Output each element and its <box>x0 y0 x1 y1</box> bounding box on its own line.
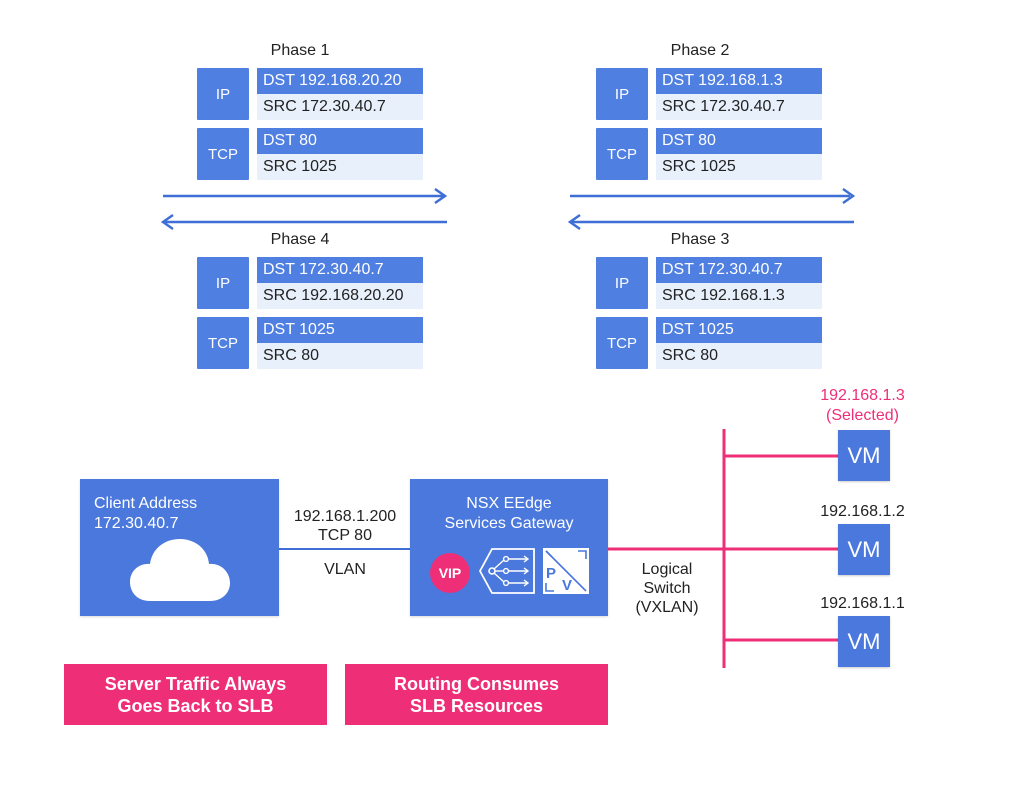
arrow-right-phase-1 <box>163 187 448 205</box>
phase-1-tcp-src: SRC 1025 <box>257 154 423 180</box>
phase-3-tcp-label: TCP <box>596 317 648 369</box>
phase-2-title: Phase 2 <box>670 42 730 59</box>
vlan-link-ip: 192.168.1.200 <box>293 508 397 525</box>
vm-1-ip: 192.168.1.3 <box>820 387 905 404</box>
phase-3-ip-src: SRC 192.168.1.3 <box>656 283 822 309</box>
phase-4-tcp-label: TCP <box>197 317 249 369</box>
vm-1-selected-note: (Selected) <box>826 407 899 424</box>
vm-1[interactable]: VM <box>838 430 890 481</box>
vip-badge: VIP <box>430 553 470 593</box>
vm-3[interactable]: VM <box>838 616 890 667</box>
phase-4-title: Phase 4 <box>270 231 330 248</box>
phase-4-ip-src: SRC 192.168.20.20 <box>257 283 423 309</box>
logical-switch-line1: Logical <box>641 561 693 578</box>
vlan-link-label: VLAN <box>324 561 366 578</box>
vm-2[interactable]: VM <box>838 524 890 575</box>
phase-1-tcp-dst: DST 80 <box>257 128 423 154</box>
phase-2-ip-src: SRC 172.30.40.7 <box>656 94 822 120</box>
phase-3-title: Phase 3 <box>670 231 730 248</box>
physical-letter: P <box>546 565 557 582</box>
client-address-label: Client Address <box>94 495 198 512</box>
phase-4-ip-label: IP <box>197 257 249 309</box>
virtual-letter: V <box>562 577 573 594</box>
vm-3-ip: 192.168.1.1 <box>820 595 905 612</box>
phase-2-ip-label: IP <box>596 68 648 120</box>
phase-2-tcp-dst: DST 80 <box>656 128 822 154</box>
arrow-right-phase-2 <box>570 187 856 205</box>
phase-1-title: Phase 1 <box>270 42 330 59</box>
phase-4-tcp-dst: DST 1025 <box>257 317 423 343</box>
phase-3-tcp-dst: DST 1025 <box>656 317 822 343</box>
logical-switch-line3: (VXLAN) <box>635 599 699 616</box>
phase-4-tcp-src: SRC 80 <box>257 343 423 369</box>
phase-4-ip-dst: DST 172.30.40.7 <box>257 257 423 283</box>
logical-switch-line2: Switch <box>643 580 691 597</box>
phase-1-tcp-label: TCP <box>197 128 249 180</box>
edge-gateway-title-line2: Services Gateway <box>444 515 574 532</box>
edge-gateway-title-line1: NSX EEdge <box>466 495 552 512</box>
phase-3-ip-label: IP <box>596 257 648 309</box>
banner-routing-consumes: Routing Consumes SLB Resources <box>345 664 608 725</box>
phase-2-ip-dst: DST 192.168.1.3 <box>656 68 822 94</box>
load-balancer-icon <box>478 548 535 594</box>
vm-2-ip: 192.168.1.2 <box>820 503 905 520</box>
physical-virtual-icon <box>543 548 589 594</box>
phase-1-ip-src: SRC 172.30.40.7 <box>257 94 423 120</box>
phase-3-ip-dst: DST 172.30.40.7 <box>656 257 822 283</box>
phase-2-tcp-label: TCP <box>596 128 648 180</box>
logical-switch-lines <box>608 429 838 668</box>
client-address-box: Client Address 172.30.40.7 <box>80 479 279 616</box>
phase-2-tcp-src: SRC 1025 <box>656 154 822 180</box>
client-address-ip: 172.30.40.7 <box>94 515 179 532</box>
edge-gateway-box: NSX EEdge Services Gateway VIP P V <box>410 479 608 616</box>
phase-1-ip-dst: DST 192.168.20.20 <box>257 68 423 94</box>
phase-1-ip-label: IP <box>197 68 249 120</box>
vlan-link-port: TCP 80 <box>318 527 372 544</box>
arrow-left-phase-3 <box>567 213 854 231</box>
phase-3-tcp-src: SRC 80 <box>656 343 822 369</box>
banner-server-traffic: Server Traffic Always Goes Back to SLB <box>64 664 327 725</box>
cloud-icon <box>130 539 230 601</box>
arrow-left-phase-4 <box>160 213 447 231</box>
